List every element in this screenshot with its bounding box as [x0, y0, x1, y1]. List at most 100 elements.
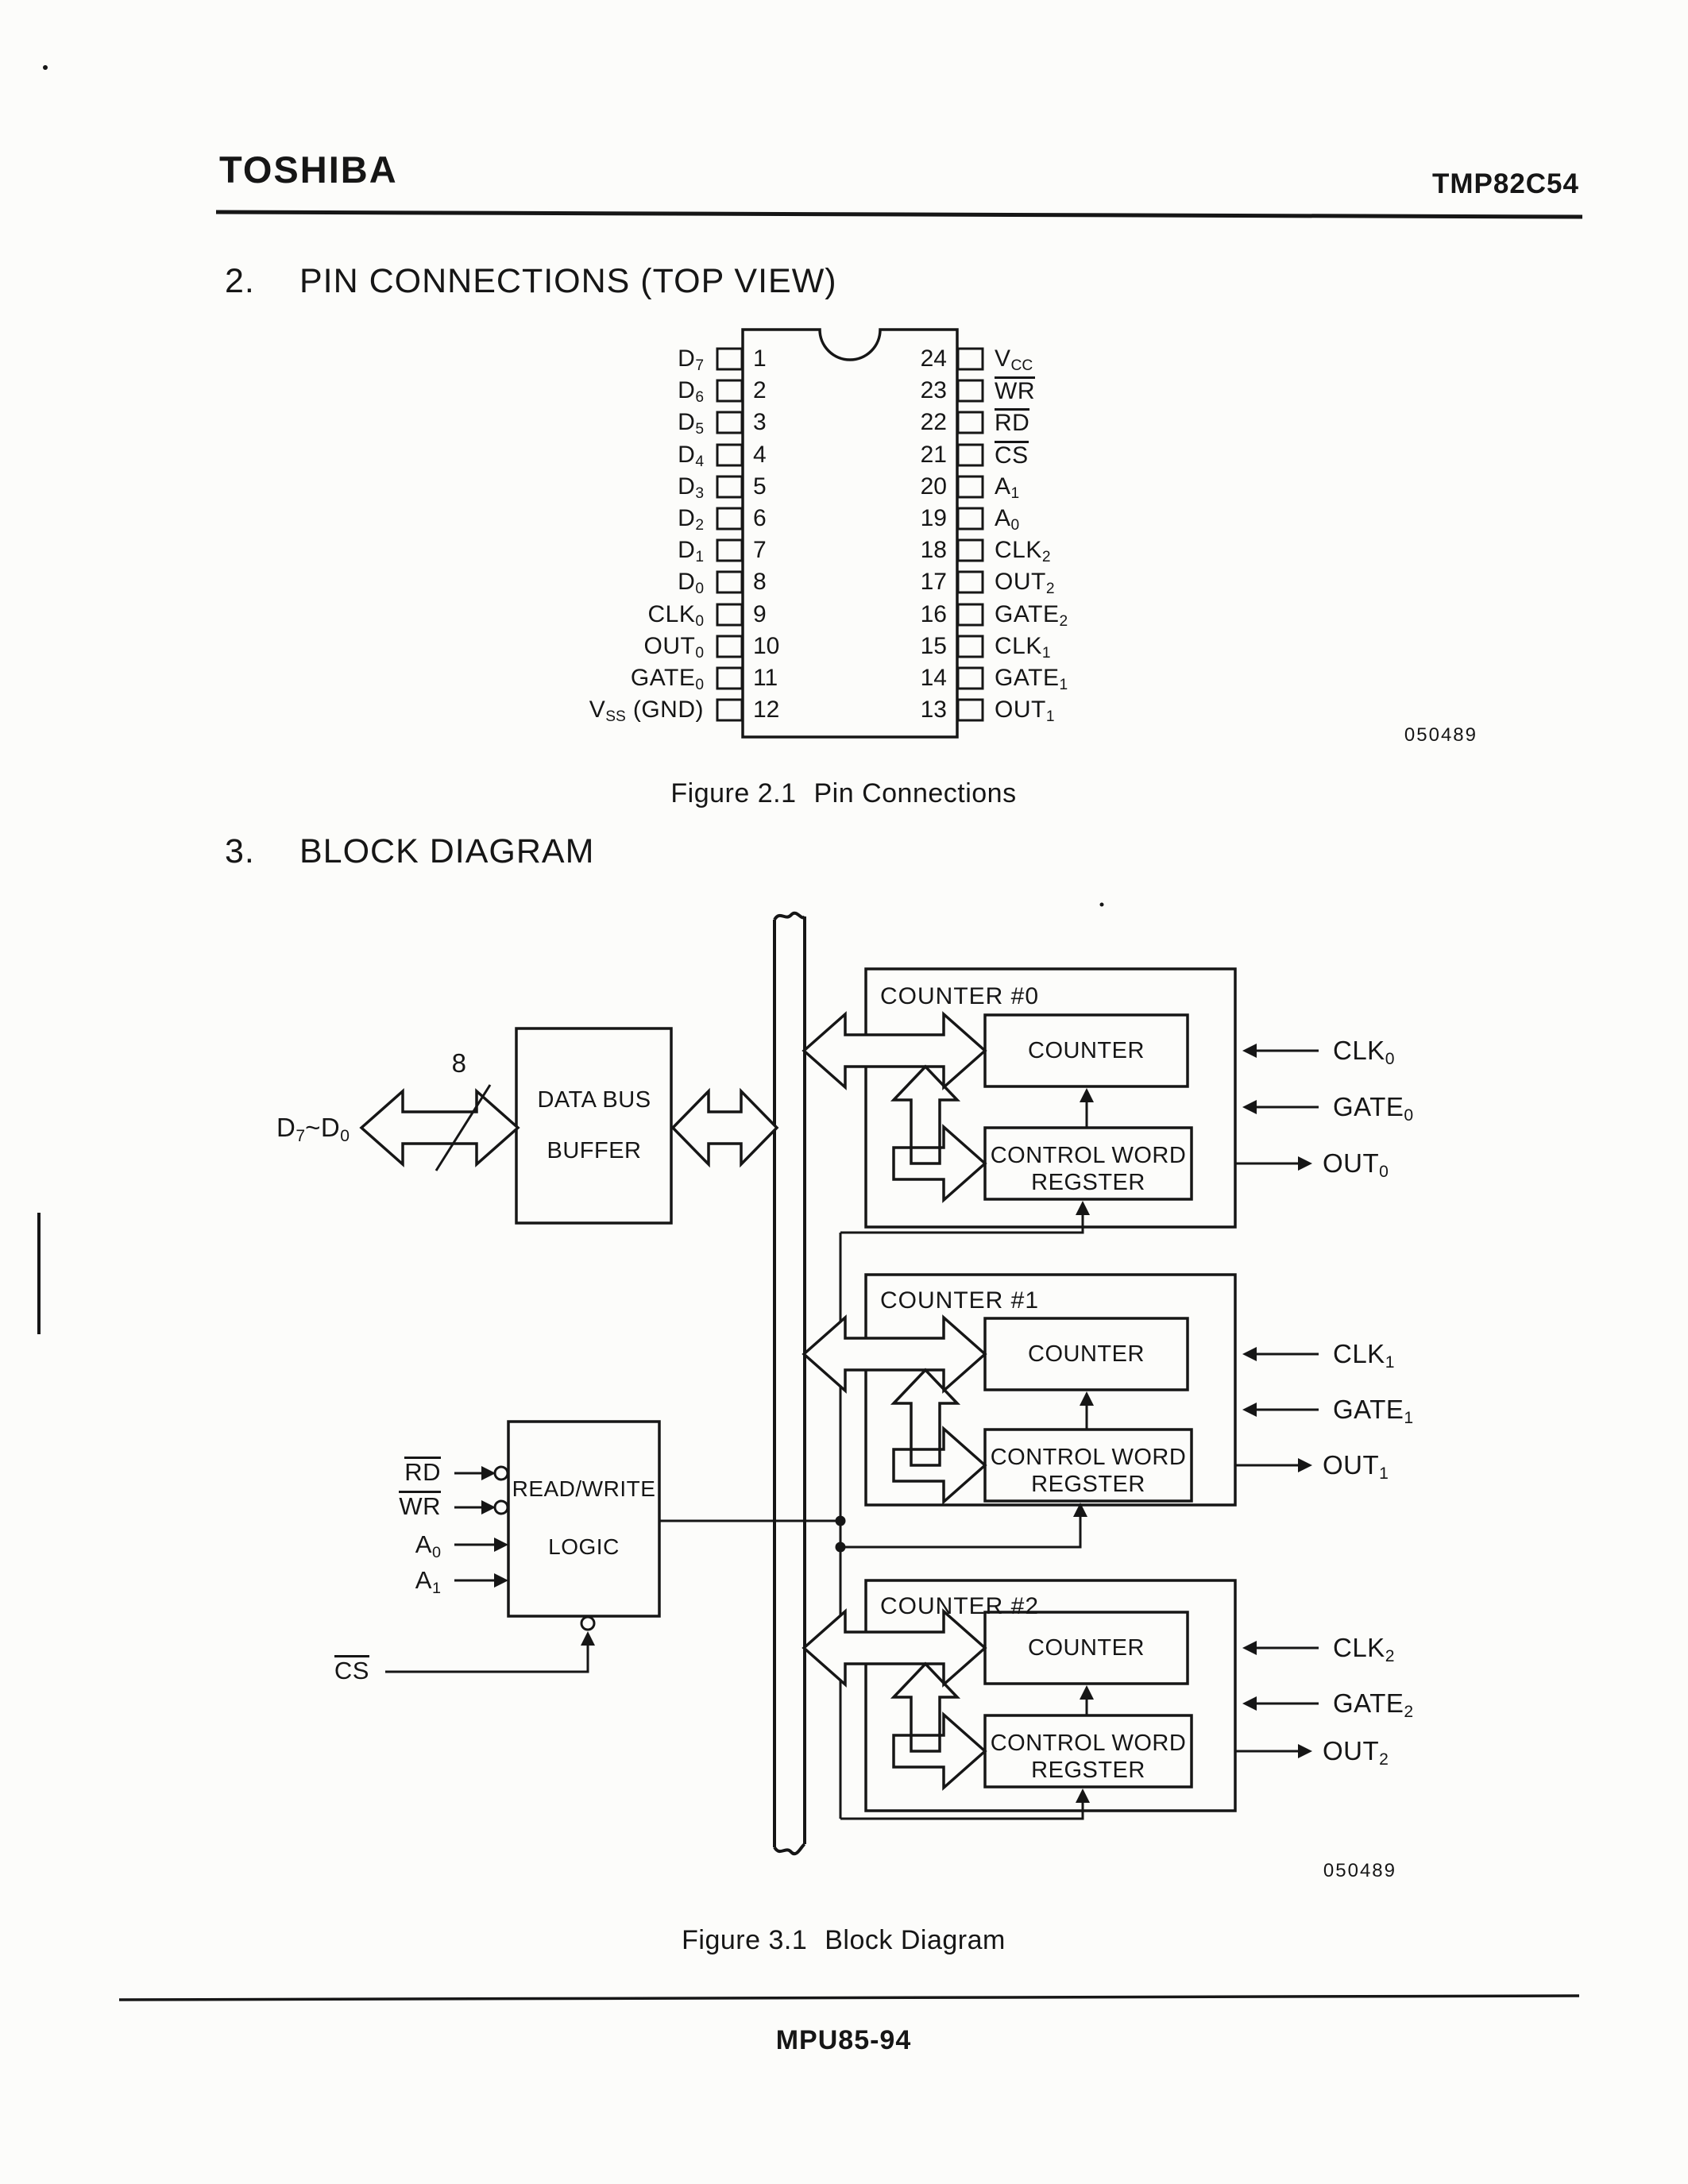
- pin-label-23: WR: [995, 376, 1035, 404]
- clk1-label: CLK1: [1333, 1339, 1395, 1372]
- junction-dot: [835, 1542, 846, 1553]
- read-write-logic-label-line2: LOGIC: [548, 1534, 620, 1559]
- wr-input-label: WR: [399, 1491, 441, 1520]
- vendor-logo: TOSHIBA: [219, 149, 398, 191]
- pin-label-24: VCC: [995, 345, 1033, 375]
- a0-input-label: A0: [415, 1530, 441, 1561]
- pin-number: 19: [920, 505, 947, 531]
- pin-number: 17: [920, 569, 947, 595]
- header-rule: [215, 210, 1583, 219]
- pin-squares: [716, 347, 984, 722]
- pin-number: 14: [920, 665, 947, 691]
- pin-number: 4: [753, 442, 767, 468]
- counter1-outer-box: [864, 1273, 1237, 1507]
- pin-label-21: CS: [995, 441, 1029, 469]
- counter0-title: COUNTER #0: [880, 983, 1040, 1009]
- bus-to-counter2-arrow: [802, 1608, 987, 1688]
- arrowheads: [481, 1044, 1312, 1803]
- part-number: TMP82C54: [1431, 168, 1579, 199]
- pin-label-6: D2: [678, 505, 704, 534]
- pin-number: 18: [920, 537, 947, 563]
- pin-number: 23: [920, 377, 947, 403]
- doc-code: 050489: [1323, 1860, 1396, 1881]
- pin-label-12: VSS(GND): [589, 696, 704, 726]
- counter1-counter-label: COUNTER: [1028, 1341, 1145, 1367]
- bus-width-slash: [435, 1084, 492, 1171]
- pin-number: 21: [920, 442, 947, 468]
- pin-number: 24: [920, 345, 947, 372]
- cs-input-label: CS: [334, 1655, 369, 1684]
- pin-number: 22: [920, 409, 947, 435]
- pin-label-1: D7: [678, 345, 704, 375]
- clk2-label: CLK2: [1333, 1633, 1395, 1665]
- read-write-logic-box: [507, 1420, 661, 1618]
- bus-double-arrows: [359, 1011, 987, 1688]
- pin-label-9: CLK0: [647, 601, 704, 631]
- footer-rule: [118, 1994, 1580, 2001]
- pin-number: 1: [753, 345, 767, 372]
- page-id: MPU85-94: [775, 2025, 912, 2055]
- pin-number: 3: [753, 409, 767, 435]
- pin-number: 16: [920, 601, 947, 627]
- gate0-label: GATE0: [1333, 1092, 1414, 1125]
- section-number: 2.: [225, 262, 255, 300]
- pin-label-5: D3: [678, 473, 704, 503]
- pin-number: 10: [753, 633, 780, 659]
- pin-number: 20: [920, 473, 947, 500]
- section-number: 3.: [225, 832, 255, 870]
- counter2-cwr-label-line1: CONTROL WORD: [990, 1731, 1187, 1756]
- scan-artifacts: [37, 65, 1104, 1334]
- pin-number: 7: [753, 537, 767, 563]
- counter0-cwr-label-line2: REGSTER: [1031, 1170, 1145, 1195]
- pin-label-4: D4: [678, 442, 704, 471]
- pin-label-19: A0: [995, 505, 1020, 534]
- gate1-label: GATE1: [1333, 1395, 1414, 1427]
- pin-number: 2: [753, 377, 767, 403]
- pin-number: 5: [753, 473, 767, 500]
- gate2-label: GATE2: [1333, 1688, 1414, 1721]
- pin-label-17: OUT2: [995, 569, 1055, 598]
- external-data-bus-label: D7~D0: [276, 1113, 350, 1145]
- out2-label: OUT2: [1323, 1736, 1389, 1769]
- clk0-label: CLK0: [1333, 1036, 1395, 1068]
- read-write-logic-label-line1: READ/WRITE: [512, 1476, 656, 1501]
- bus-width-label: 8: [451, 1048, 467, 1078]
- pin-label-18: CLK2: [995, 537, 1051, 566]
- pin-label-8: D0: [678, 569, 704, 598]
- counter0-counter-label: COUNTER: [1028, 1038, 1145, 1063]
- out0-label: OUT0: [1323, 1148, 1389, 1181]
- active-low-bubbles: [493, 1465, 596, 1631]
- data-bus-buffer-label-line1: DATA BUS: [537, 1087, 651, 1113]
- counter2-title: COUNTER #2: [880, 1593, 1040, 1619]
- counter2-outer-box: [864, 1579, 1237, 1812]
- rd-input-label: RD: [404, 1457, 441, 1486]
- counter0-cwr-label-line1: CONTROL WORD: [990, 1143, 1187, 1168]
- pin-number: 12: [753, 696, 780, 723]
- pin-label-20: A1: [995, 473, 1020, 503]
- section-title-block-diagram: BLOCK DIAGRAM: [299, 832, 595, 870]
- pin-label-15: CLK1: [995, 633, 1051, 662]
- pin-label-3: D5: [678, 409, 704, 438]
- out1-label: OUT1: [1323, 1450, 1389, 1483]
- chip-outline: [741, 328, 959, 739]
- a1-input-label: A1: [415, 1566, 441, 1597]
- data-bus-buffer-label-line2: BUFFER: [547, 1138, 642, 1163]
- pin-number: 13: [920, 696, 947, 723]
- bus-to-counter1-arrow: [802, 1314, 987, 1394]
- pin-label-16: GATE2: [995, 601, 1068, 631]
- counter2-cwr-label-line2: REGSTER: [1031, 1758, 1145, 1783]
- section-title-pin-connections: PIN CONNECTIONS (TOP VIEW): [299, 262, 837, 300]
- pin-label-7: D1: [678, 537, 704, 566]
- pin-number: 15: [920, 633, 947, 659]
- counter2-counter-label: COUNTER: [1028, 1635, 1145, 1661]
- pin-number: 11: [753, 665, 778, 691]
- doc-code: 050489: [1404, 724, 1477, 746]
- pin-number: 9: [753, 601, 767, 627]
- inner-fat-arrows: [890, 1064, 987, 1791]
- pin-label-14: GATE1: [995, 665, 1068, 694]
- buffer-to-bus-arrow: [670, 1087, 779, 1168]
- counter1-cwr-label-line2: REGSTER: [1031, 1472, 1145, 1497]
